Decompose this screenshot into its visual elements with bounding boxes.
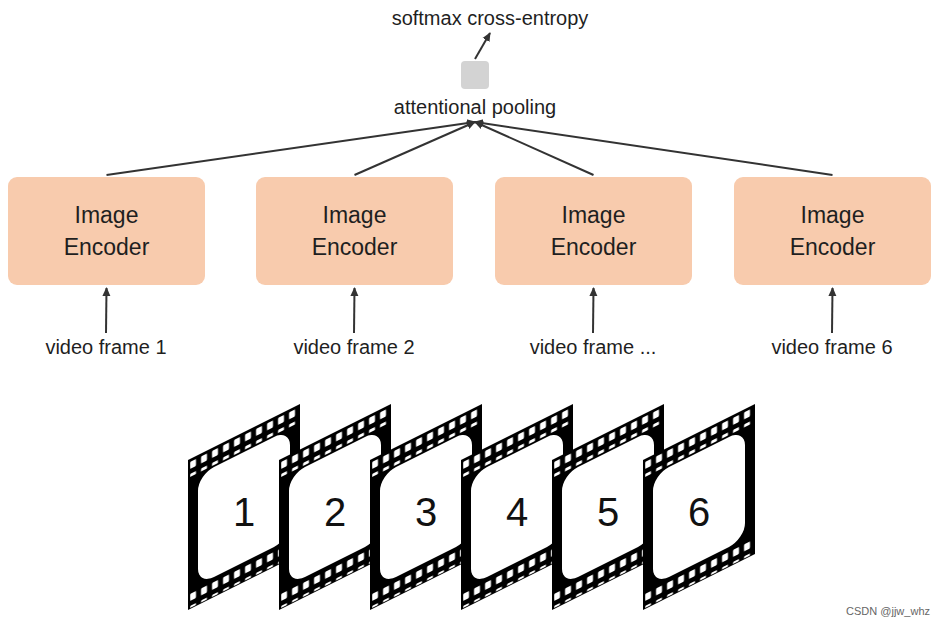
node-label: video frame 6 [769, 335, 895, 359]
arrow-connector [355, 122, 476, 175]
node-label: softmax cross-entropy [390, 6, 591, 30]
arrow-connector [592, 288, 595, 333]
film-frame [643, 404, 755, 610]
arrow-connector [353, 288, 356, 333]
box-label: Image Encoder [300, 199, 410, 263]
watermark: CSDN @jjw_whz [846, 605, 930, 617]
output-label: softmax cross-entropy [390, 6, 591, 30]
input-label: video frame 6 [769, 335, 895, 359]
input-label: video frame 1 [43, 335, 169, 359]
process-box: Image Encoder [8, 177, 205, 285]
process-box: Image Encoder [734, 177, 931, 285]
frame-number: 5 [597, 490, 619, 534]
node-label: video frame 1 [43, 335, 169, 359]
arrow-connector [105, 288, 108, 333]
box-label: Image Encoder [539, 199, 649, 263]
pooling-square [461, 61, 489, 89]
frame-number: 1 [233, 490, 255, 534]
box-label: Image Encoder [778, 199, 888, 263]
box-label: Image Encoder [52, 199, 162, 263]
node-label: video frame 2 [291, 335, 417, 359]
input-label: video frame 2 [291, 335, 417, 359]
process-box: Image Encoder [256, 177, 453, 285]
input-label: video frame ... [528, 335, 659, 359]
node-label: attentional pooling [392, 95, 559, 119]
frame-number: 6 [688, 490, 710, 534]
arrow-connector [475, 122, 833, 175]
process-box: Image Encoder [495, 177, 692, 285]
pooling-node: attentional pooling [392, 61, 559, 119]
arrow-connector [475, 33, 490, 59]
node-label: video frame ... [528, 335, 659, 359]
frame-number: 4 [506, 490, 528, 534]
arrow-connector [107, 122, 476, 175]
frame-number: 2 [324, 490, 346, 534]
frame-number: 3 [415, 490, 437, 534]
arrow-connector [831, 288, 834, 333]
